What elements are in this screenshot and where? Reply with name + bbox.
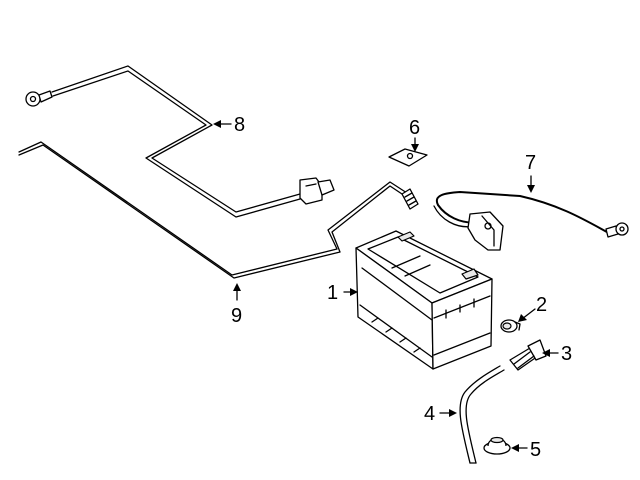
- vent-hose-part-4: [459, 365, 505, 464]
- callout-9: 9: [231, 305, 242, 327]
- clip-plate-part-6: [388, 148, 428, 167]
- grommet-part-5: [483, 436, 511, 455]
- positive-cable-part-7: [433, 191, 629, 251]
- callout-arrows: [213, 120, 559, 452]
- vent-elbow-part-3: [509, 339, 547, 371]
- battery-part-1: [355, 230, 493, 370]
- ground-cable-part-8: [25, 65, 335, 218]
- callout-2: 2: [536, 294, 547, 316]
- callout-8: 8: [234, 114, 245, 136]
- callout-6: 6: [409, 117, 420, 139]
- callout-3: 3: [561, 343, 572, 365]
- vent-plug-part-2: [500, 319, 521, 333]
- callout-5: 5: [530, 439, 541, 461]
- sensor-wire-part-9: [18, 141, 419, 279]
- callout-7: 7: [525, 152, 536, 174]
- callout-1: 1: [327, 282, 338, 304]
- callout-4: 4: [424, 403, 435, 425]
